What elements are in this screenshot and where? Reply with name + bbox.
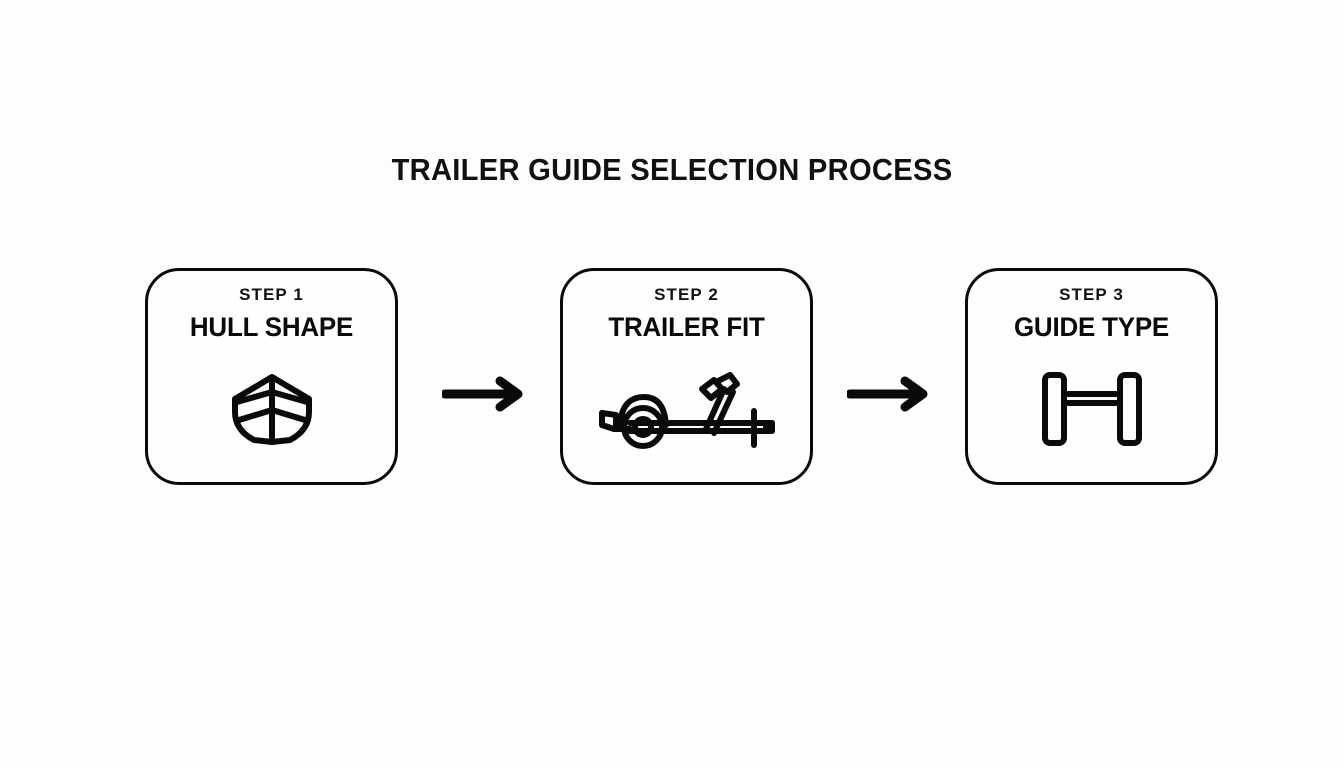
- step-card-hull-shape[interactable]: STEP 1 HULL SHAPE: [145, 268, 398, 485]
- process-flow: STEP 1 HULL SHAPE STEP 2 TRAILER FIT: [145, 268, 1220, 488]
- step-number-label: STEP 2: [654, 285, 719, 304]
- step-number-label: STEP 3: [1059, 285, 1124, 304]
- step-title-label: GUIDE TYPE: [1013, 312, 1170, 342]
- step-card-trailer-fit[interactable]: STEP 2 TRAILER FIT: [560, 268, 813, 485]
- step-title-label: HULL SHAPE: [189, 312, 354, 342]
- step-title-label: TRAILER FIT: [608, 312, 765, 342]
- arrow-right-icon: [847, 376, 932, 412]
- arrow-right-icon: [442, 376, 527, 412]
- boat-trailer-icon: [563, 367, 810, 451]
- page-title: TRAILER GUIDE SELECTION PROCESS: [391, 152, 953, 187]
- step-card-guide-type[interactable]: STEP 3 GUIDE TYPE: [965, 268, 1218, 485]
- step-number-label: STEP 1: [239, 285, 304, 304]
- guide-posts-icon: [968, 367, 1215, 451]
- boat-hull-icon: [148, 369, 395, 449]
